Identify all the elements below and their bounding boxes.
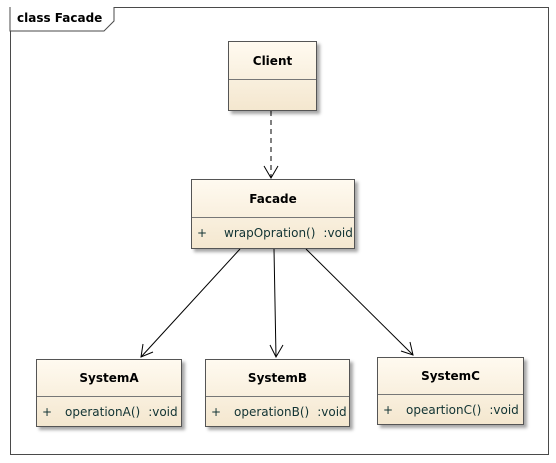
operation-name: operationA()	[65, 404, 141, 419]
diagram-title: class Facade	[17, 11, 103, 25]
class-systemb[interactable]: SystemB + operationB() :void	[205, 359, 350, 427]
operation-return-type: :void	[317, 404, 347, 419]
association-facade-systemc	[305, 248, 414, 356]
class-client-name: Client	[252, 53, 293, 68]
association-facade-systemb	[269, 248, 284, 359]
systemb-operation[interactable]: + operationB() :void	[206, 396, 349, 426]
operation-return-type: :void	[323, 226, 353, 240]
dependency-client-facade	[263, 111, 279, 179]
facade-operation[interactable]: + wrapOpration() :void	[192, 217, 354, 248]
class-systema[interactable]: SystemA + operationA() :void	[36, 359, 182, 427]
systemc-operation[interactable]: + opeartionC() :void	[378, 394, 523, 424]
operation-name: operationB()	[234, 404, 310, 419]
systema-operation[interactable]: + operationA() :void	[37, 396, 181, 426]
visibility-marker: +	[383, 402, 394, 417]
class-systema-name: SystemA	[79, 371, 139, 385]
visibility-marker: +	[197, 226, 208, 240]
class-systemc[interactable]: SystemC + opeartionC() :void	[377, 357, 524, 425]
class-client[interactable]: Client	[228, 41, 317, 111]
association-facade-systema	[140, 248, 241, 358]
class-client-body	[229, 79, 316, 111]
operation-name: wrapOpration()	[224, 226, 316, 240]
class-systemc-name: SystemC	[421, 369, 480, 383]
class-facade[interactable]: Facade + wrapOpration() :void	[191, 179, 355, 249]
operation-name: opeartionC()	[406, 402, 482, 417]
operation-return-type: :void	[148, 404, 178, 419]
class-systemb-name: SystemB	[247, 371, 308, 385]
frame-name-tab	[9, 7, 115, 32]
operation-return-type: :void	[489, 402, 519, 417]
visibility-marker: +	[42, 404, 53, 419]
visibility-marker: +	[211, 404, 222, 419]
class-facade-name: Facade	[249, 191, 297, 206]
